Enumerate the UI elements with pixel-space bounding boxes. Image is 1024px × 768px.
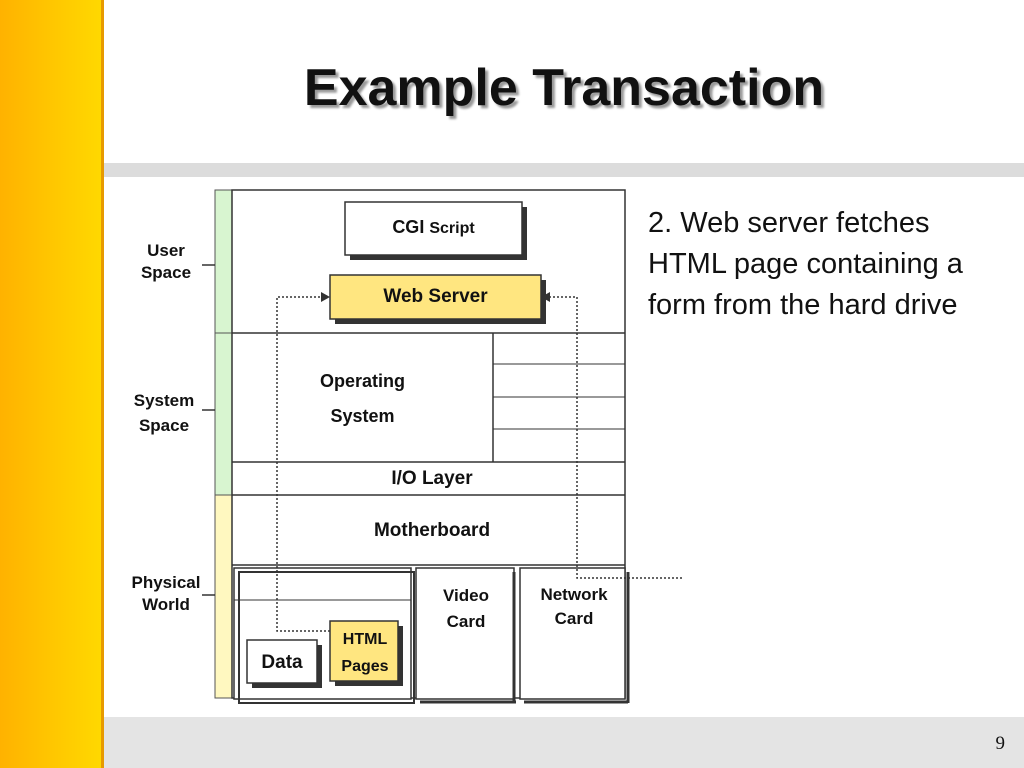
cgi-script-box	[344, 201, 523, 256]
footer-band	[104, 717, 1024, 768]
slide-title: Example Transaction	[303, 59, 825, 117]
data-label: Data	[261, 652, 303, 673]
io-layer-label: I/O Layer	[391, 468, 473, 489]
fetch-path-right	[549, 296, 682, 579]
data-box	[246, 639, 318, 684]
page-number: 9	[995, 733, 1006, 754]
left-accent-bar	[0, 0, 101, 768]
cgi-script-label: CGI Script	[392, 217, 475, 237]
web-server-label: Web Server	[383, 286, 488, 307]
left-accent-edge	[101, 0, 104, 768]
physical-world-bar	[214, 494, 233, 699]
title-divider	[104, 163, 1024, 177]
slide-caption: 2. Web server fetches HTML page containi…	[648, 207, 963, 321]
user-space-bar	[214, 189, 233, 334]
fetch-path-left	[276, 296, 330, 632]
system-space-bar	[214, 332, 233, 496]
network-card-box	[519, 567, 626, 700]
html-pages-box	[329, 620, 399, 682]
motherboard-label: Motherboard	[373, 520, 491, 541]
